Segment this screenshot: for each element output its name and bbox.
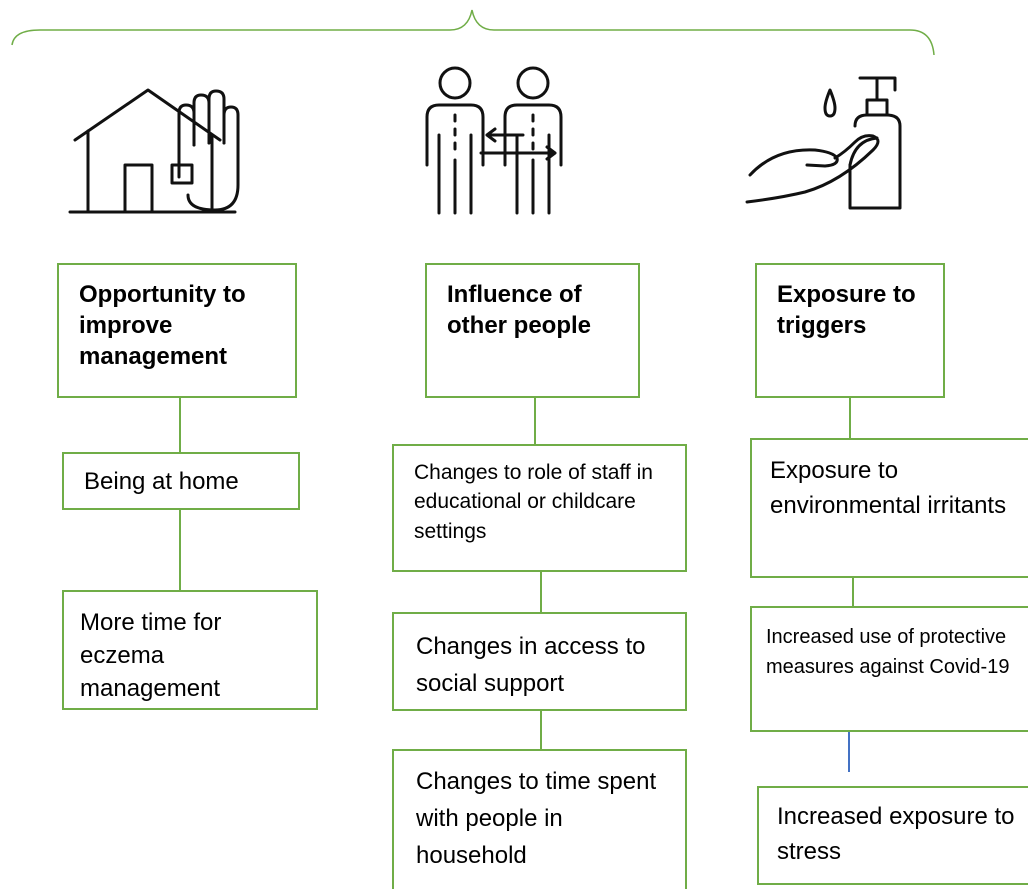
more-time-label: More time for eczema management	[80, 609, 222, 703]
being-at-home-box: Being at home	[62, 452, 300, 510]
protective-measures-box: Increased use of protective measures aga…	[750, 606, 1028, 732]
staff-role-label: Changes to role of staff in educational …	[414, 461, 653, 543]
home-hand-icon	[68, 88, 240, 214]
connector-line	[534, 398, 536, 444]
people-interaction-icon	[425, 66, 563, 215]
irritants-label: Exposure to environmental irritants	[770, 457, 1007, 519]
triggers-heading: Exposure to triggers	[777, 281, 916, 340]
influence-heading-box: Influence of other people	[425, 263, 640, 398]
connector-line	[848, 732, 850, 772]
connector-line	[540, 572, 542, 612]
influence-heading: Influence of other people	[447, 281, 592, 340]
connector-line	[849, 398, 851, 438]
triggers-heading-box: Exposure to triggers	[755, 263, 945, 398]
household-time-box: Changes to time spent with people in hou…	[392, 749, 687, 889]
top-brace	[11, 9, 935, 56]
handwash-icon	[745, 76, 902, 210]
social-support-label: Changes in access to social support	[416, 633, 646, 698]
connector-line	[179, 398, 181, 452]
stress-box: Increased exposure to stress	[757, 786, 1028, 885]
staff-role-box: Changes to role of staff in educational …	[392, 444, 687, 572]
opportunity-heading: Opportunity to improve management	[79, 281, 246, 371]
connector-line	[179, 510, 181, 590]
stress-label: Increased exposure to stress	[777, 803, 1015, 865]
household-time-label: Changes to time spent with people in hou…	[416, 768, 657, 870]
connector-line	[540, 711, 542, 749]
social-support-box: Changes in access to social support	[392, 612, 687, 711]
opportunity-heading-box: Opportunity to improve management	[57, 263, 297, 398]
more-time-box: More time for eczema management	[62, 590, 318, 710]
connector-line	[852, 578, 854, 606]
irritants-box: Exposure to environmental irritants	[750, 438, 1028, 578]
protective-measures-label: Increased use of protective measures aga…	[766, 626, 1010, 678]
being-at-home-label: Being at home	[84, 468, 239, 495]
